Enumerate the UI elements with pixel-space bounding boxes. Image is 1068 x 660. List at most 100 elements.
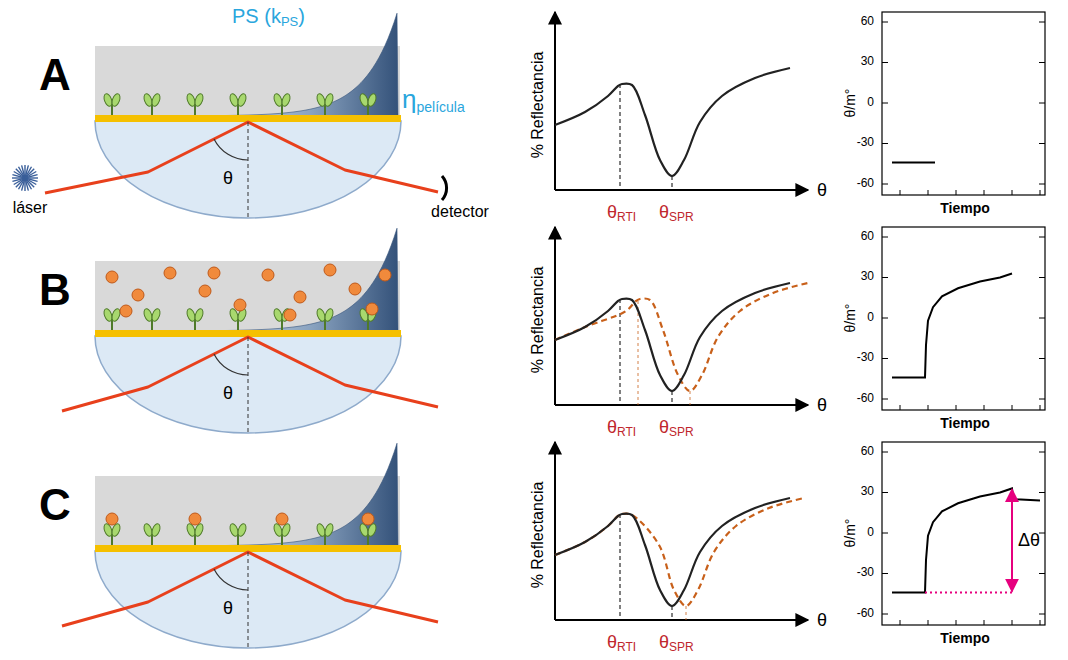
analyte	[106, 513, 118, 525]
normal-line	[248, 122, 249, 218]
receptor	[185, 523, 204, 545]
tick	[1039, 184, 1045, 185]
tick	[1039, 143, 1045, 144]
tick-label: 30	[861, 485, 874, 499]
analyte	[284, 309, 296, 321]
tick	[928, 620, 929, 625]
field-label: PS (k	[232, 5, 281, 28]
axis-title: % Reflectancia	[529, 482, 547, 589]
tick	[984, 190, 985, 195]
analyte	[208, 267, 220, 279]
receptor	[102, 308, 121, 330]
tick	[928, 405, 929, 410]
angle-arc	[214, 354, 248, 375]
receptor	[185, 93, 204, 115]
tick	[882, 318, 888, 319]
axis-label: θ	[817, 395, 827, 416]
tick	[882, 358, 888, 359]
tick	[900, 190, 901, 195]
plot-frame	[882, 12, 1045, 195]
detector-symbol	[442, 176, 447, 200]
axis-title: Tiempo	[940, 415, 990, 431]
angle-symbol: θ	[223, 598, 233, 619]
axis-title: % Reflectancia	[529, 52, 547, 159]
analyte	[234, 299, 246, 311]
light-ray	[62, 552, 438, 626]
reflectance-curve	[555, 68, 790, 176]
tick	[1039, 237, 1045, 238]
tick-label: -30	[857, 136, 874, 150]
angle-subscript: SPR	[669, 426, 694, 440]
axis-title: Tiempo	[940, 200, 990, 216]
tick	[1012, 405, 1013, 410]
receptor	[185, 308, 204, 330]
field-label: )	[298, 5, 305, 28]
tick	[956, 190, 957, 195]
tick	[1039, 62, 1045, 63]
guide-line	[690, 391, 691, 405]
normal-line	[248, 337, 249, 433]
tick	[882, 614, 888, 615]
tick	[1039, 277, 1045, 278]
tick	[984, 620, 985, 625]
analyte	[379, 269, 391, 281]
axis-label: θ	[817, 610, 827, 631]
analyte	[324, 264, 336, 276]
tick	[882, 22, 888, 23]
laser-symbol	[12, 165, 38, 191]
receptor	[142, 308, 161, 330]
receptor	[142, 93, 161, 115]
tick-label: -30	[857, 566, 874, 580]
tick	[1040, 405, 1041, 410]
angle-subscript: SPR	[669, 641, 694, 655]
receptor	[228, 93, 247, 115]
delta-label: Δθ	[1018, 530, 1040, 551]
angle-symbol: θ	[607, 632, 617, 653]
tick	[928, 190, 929, 195]
guide-line	[620, 84, 621, 190]
axis-title: θ/m°	[842, 304, 858, 333]
angle-symbol: θ	[659, 632, 669, 653]
receptor	[315, 523, 334, 545]
prism	[95, 121, 401, 218]
normal-line	[248, 552, 249, 648]
receptor	[102, 523, 121, 545]
receptor	[272, 523, 291, 545]
angle-subscript: RTI	[617, 426, 636, 440]
angle-symbol: θ	[223, 383, 233, 404]
angle-symbol: θ	[223, 168, 233, 189]
delta-arrow	[1011, 489, 1013, 591]
tick	[882, 492, 888, 493]
analyte	[189, 513, 201, 525]
guide-line	[672, 176, 673, 190]
analyte	[294, 291, 306, 303]
tick	[956, 620, 957, 625]
angle-arc	[214, 569, 248, 590]
x-axis	[555, 189, 808, 191]
tick-label: -60	[857, 177, 874, 191]
sensorgram-line	[892, 273, 1012, 377]
tick-label: 0	[867, 96, 874, 110]
angle-symbol: θ	[607, 417, 617, 438]
angle-symbol: θ	[659, 417, 669, 438]
y-axis	[554, 12, 556, 190]
guide-line	[620, 299, 621, 405]
prism	[95, 551, 401, 648]
axis-label: θ	[817, 180, 827, 201]
tick	[882, 277, 888, 278]
guide-line	[620, 514, 621, 620]
tick	[900, 620, 901, 625]
detector-label: detector	[431, 203, 489, 221]
tick-label: -60	[857, 392, 874, 406]
guide-line	[686, 606, 687, 620]
angle-symbol: θ	[607, 202, 617, 223]
tick	[900, 405, 901, 410]
shifted-curve	[555, 498, 804, 606]
reflectance-curve	[555, 498, 790, 606]
tick	[1039, 573, 1045, 574]
tick	[956, 405, 957, 410]
angle-arc	[214, 139, 248, 160]
analyte	[106, 271, 118, 283]
